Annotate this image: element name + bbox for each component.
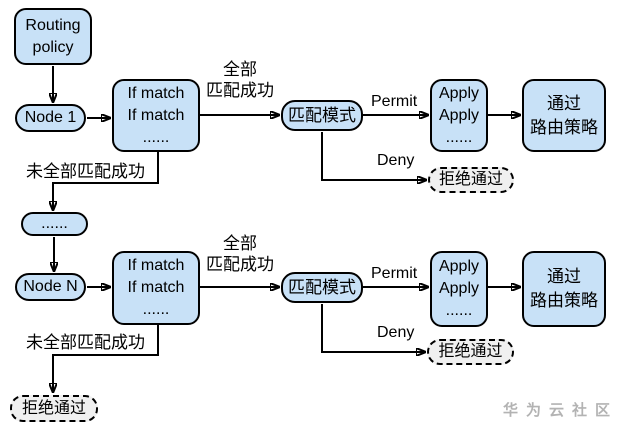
routing-policy-node: Routing policy <box>14 8 92 65</box>
node-n: Node N <box>15 273 86 301</box>
edge-label-not-all-match-1: 未全部匹配成功 <box>26 162 145 181</box>
pass-policy-node-1: 通过 路由策略 <box>522 79 606 152</box>
apply-node-1: Apply Apply ...... <box>430 79 488 152</box>
reject-node-2: 拒绝通过 <box>427 339 514 365</box>
edge-label-deny-2: Deny <box>377 324 415 341</box>
edge-label-deny-1: Deny <box>377 152 415 169</box>
match-mode-node-2: 匹配模式 <box>281 272 363 303</box>
apply-node-2: Apply Apply ...... <box>430 251 488 327</box>
reject-node-1: 拒绝通过 <box>428 167 514 193</box>
edge-label-all-match-1: 全部 匹配成功 <box>206 60 274 100</box>
node-1: Node 1 <box>15 104 86 132</box>
if-match-node-1: If match If match ...... <box>112 79 200 152</box>
edge-label-not-all-match-2: 未全部匹配成功 <box>26 333 145 352</box>
ellipsis-node: ...... <box>21 212 88 236</box>
reject-node-3: 拒绝通过 <box>10 395 98 422</box>
match-mode-node-1: 匹配模式 <box>281 100 363 131</box>
huawei-cloud-community-watermark: 华为云社区 <box>503 402 619 419</box>
edge-label-permit-1: Permit <box>371 93 418 110</box>
pass-policy-node-2: 通过 路由策略 <box>522 251 606 327</box>
if-match-node-2: If match If match ...... <box>112 251 200 325</box>
edge-label-permit-2: Permit <box>371 265 418 282</box>
edge-label-all-match-2: 全部 匹配成功 <box>206 234 274 274</box>
